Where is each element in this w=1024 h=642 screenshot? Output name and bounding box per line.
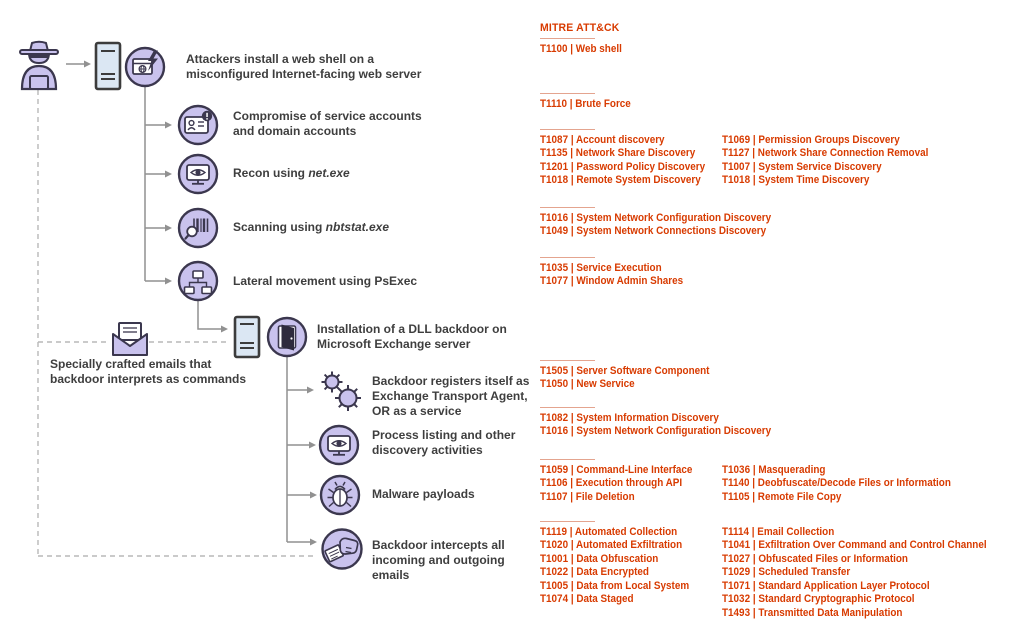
separator-line — [540, 360, 595, 361]
account-card-icon — [177, 104, 219, 146]
exchange-server-icon — [233, 315, 261, 359]
label-dll-backdoor: Installation of a DLL backdoor on Micros… — [317, 322, 507, 351]
mitre-attck-title: MITRE ATT&CK — [540, 22, 620, 34]
technique-row: T1001 | Data Obfuscation — [540, 552, 659, 565]
technique-row: T1135 | Network Share Discovery — [540, 147, 696, 159]
web-server-icon — [94, 41, 122, 91]
mitre-block-execution-col2: T1036 | Masquerading T1140 | Deobfuscate… — [722, 464, 976, 505]
technique-row: T1119 | Automated Collection — [540, 525, 678, 538]
technique-row: T1105 | Remote File Copy — [722, 490, 842, 503]
technique-row: T1027 | Obfuscated Files or Information — [722, 552, 908, 565]
mitre-block-web-shell: T1100 | Web shell — [540, 38, 631, 56]
label-process-listing: Process listing and other discovery acti… — [372, 428, 516, 457]
technique-row: T1059 | Command-Line Interface — [540, 463, 693, 476]
attacker-spy-icon — [15, 39, 63, 91]
label-recon-italic: net.exe — [308, 166, 350, 180]
web-shell-icon — [124, 46, 166, 88]
technique-row: T1018 | Remote System Discovery — [540, 174, 701, 186]
mitre-block-service-execution: T1035 | Service Execution T1077 | Window… — [540, 257, 699, 289]
technique-row: T1201 | Password Policy Discovery — [540, 160, 706, 173]
technique-row: T1127 | Network Share Connection Removal — [722, 147, 929, 159]
separator-line — [540, 129, 595, 130]
label-web-shell: Attackers install a web shell on a misco… — [186, 52, 422, 81]
monitor-eye-icon — [177, 153, 219, 195]
monitor-eye-icon — [318, 424, 360, 466]
technique-row: T1007 | System Service Discovery — [722, 160, 882, 173]
label-crafted-emails: Specially crafted emails that backdoor i… — [50, 357, 247, 386]
separator-line — [540, 38, 595, 39]
technique-row: T1505 | Server Software Component — [540, 364, 710, 377]
label-recon: Recon using net.exe — [233, 166, 350, 181]
technique-row: T1029 | Scheduled Transfer — [722, 566, 851, 578]
separator-line — [540, 521, 595, 522]
technique-row: T1022 | Data Encrypted — [540, 566, 649, 578]
technique-row: T1016 | System Network Configuration Dis… — [540, 211, 772, 224]
technique-row: T1050 | New Service — [540, 378, 635, 390]
separator-line — [540, 407, 595, 408]
mitre-block-discovery-col2: T1069 | Permission Groups Discovery T112… — [722, 134, 951, 188]
technique-row: T1077 | Window Admin Shares — [540, 275, 684, 287]
technique-row: T1018 | System Time Discovery — [722, 174, 870, 186]
label-lateral: Lateral movement using PsExec — [233, 274, 418, 288]
separator-line — [540, 207, 595, 208]
technique-row: T1100 | Web shell — [540, 42, 622, 55]
separator-line — [540, 93, 595, 94]
technique-row: T1035 | Service Execution — [540, 261, 662, 274]
technique-row: T1114 | Email Collection — [722, 525, 835, 538]
label-scanning: Scanning using nbtstat.exe — [233, 220, 389, 235]
technique-row: T1032 | Standard Cryptographic Protocol — [722, 593, 915, 605]
mitre-block-collection-col1: T1119 | Automated Collection T1020 | Aut… — [540, 521, 706, 607]
label-intercept: Backdoor intercepts all incoming and out… — [372, 538, 505, 582]
technique-row: T1087 | Account discovery — [540, 133, 665, 146]
technique-row: T1493 | Transmitted Data Manipulation — [722, 606, 903, 619]
technique-row: T1071 | Standard Application Layer Proto… — [722, 579, 930, 592]
agent-gears-icon — [318, 370, 364, 414]
backdoor-door-icon — [266, 316, 308, 358]
technique-row: T1041 | Exfiltration Over Command and Co… — [722, 539, 987, 551]
technique-row: T1016 | System Network Configuration Dis… — [540, 425, 772, 437]
hand-letter-icon — [320, 527, 364, 571]
technique-row: T1020 | Automated Exfiltration — [540, 539, 683, 551]
label-registers: Backdoor registers itself as Exchange Tr… — [372, 374, 530, 418]
label-recon-text: Recon using — [233, 166, 309, 180]
label-malware: Malware payloads — [372, 487, 475, 501]
mitre-block-system-info: T1082 | System Information Discovery T10… — [540, 407, 797, 439]
separator-line — [540, 459, 595, 460]
technique-row: T1082 | System Information Discovery — [540, 411, 719, 424]
mitre-block-collection-col2: T1114 | Email Collection T1041 | Exfiltr… — [722, 526, 1016, 621]
mitre-block-network-config: T1016 | System Network Configuration Dis… — [540, 207, 797, 239]
technique-row: T1036 | Masquerading — [722, 463, 826, 476]
mitre-block-execution-col1: T1059 | Command-Line Interface T1106 | E… — [540, 459, 709, 504]
label-scanning-text: Scanning using — [233, 220, 326, 234]
technique-row: T1049 | System Network Connections Disco… — [540, 225, 767, 237]
mitre-block-discovery-col1: T1087 | Account discovery T1135 | Networ… — [540, 129, 723, 188]
open-envelope-icon — [110, 320, 150, 358]
technique-row: T1005 | Data from Local System — [540, 579, 690, 592]
technique-row: T1110 | Brute Force — [540, 97, 631, 110]
technique-row: T1107 | File Deletion — [540, 490, 635, 503]
technique-row: T1106 | Execution through API — [540, 477, 683, 489]
lateral-movement-icon — [177, 260, 219, 302]
barcode-scan-icon — [177, 207, 219, 249]
technique-row: T1074 | Data Staged — [540, 593, 634, 605]
technique-row: T1069 | Permission Groups Discovery — [722, 133, 900, 146]
malware-bug-icon — [319, 474, 361, 516]
technique-row: T1140 | Deobfuscate/Decode Files or Info… — [722, 477, 951, 489]
mitre-block-server-software: T1505 | Server Software Component T1050 … — [540, 360, 728, 392]
separator-line — [540, 257, 595, 258]
label-scanning-italic: nbtstat.exe — [325, 220, 390, 234]
label-accounts: Compromise of service accounts and domai… — [233, 109, 422, 138]
mitre-block-brute-force: T1110 | Brute Force — [540, 93, 641, 111]
